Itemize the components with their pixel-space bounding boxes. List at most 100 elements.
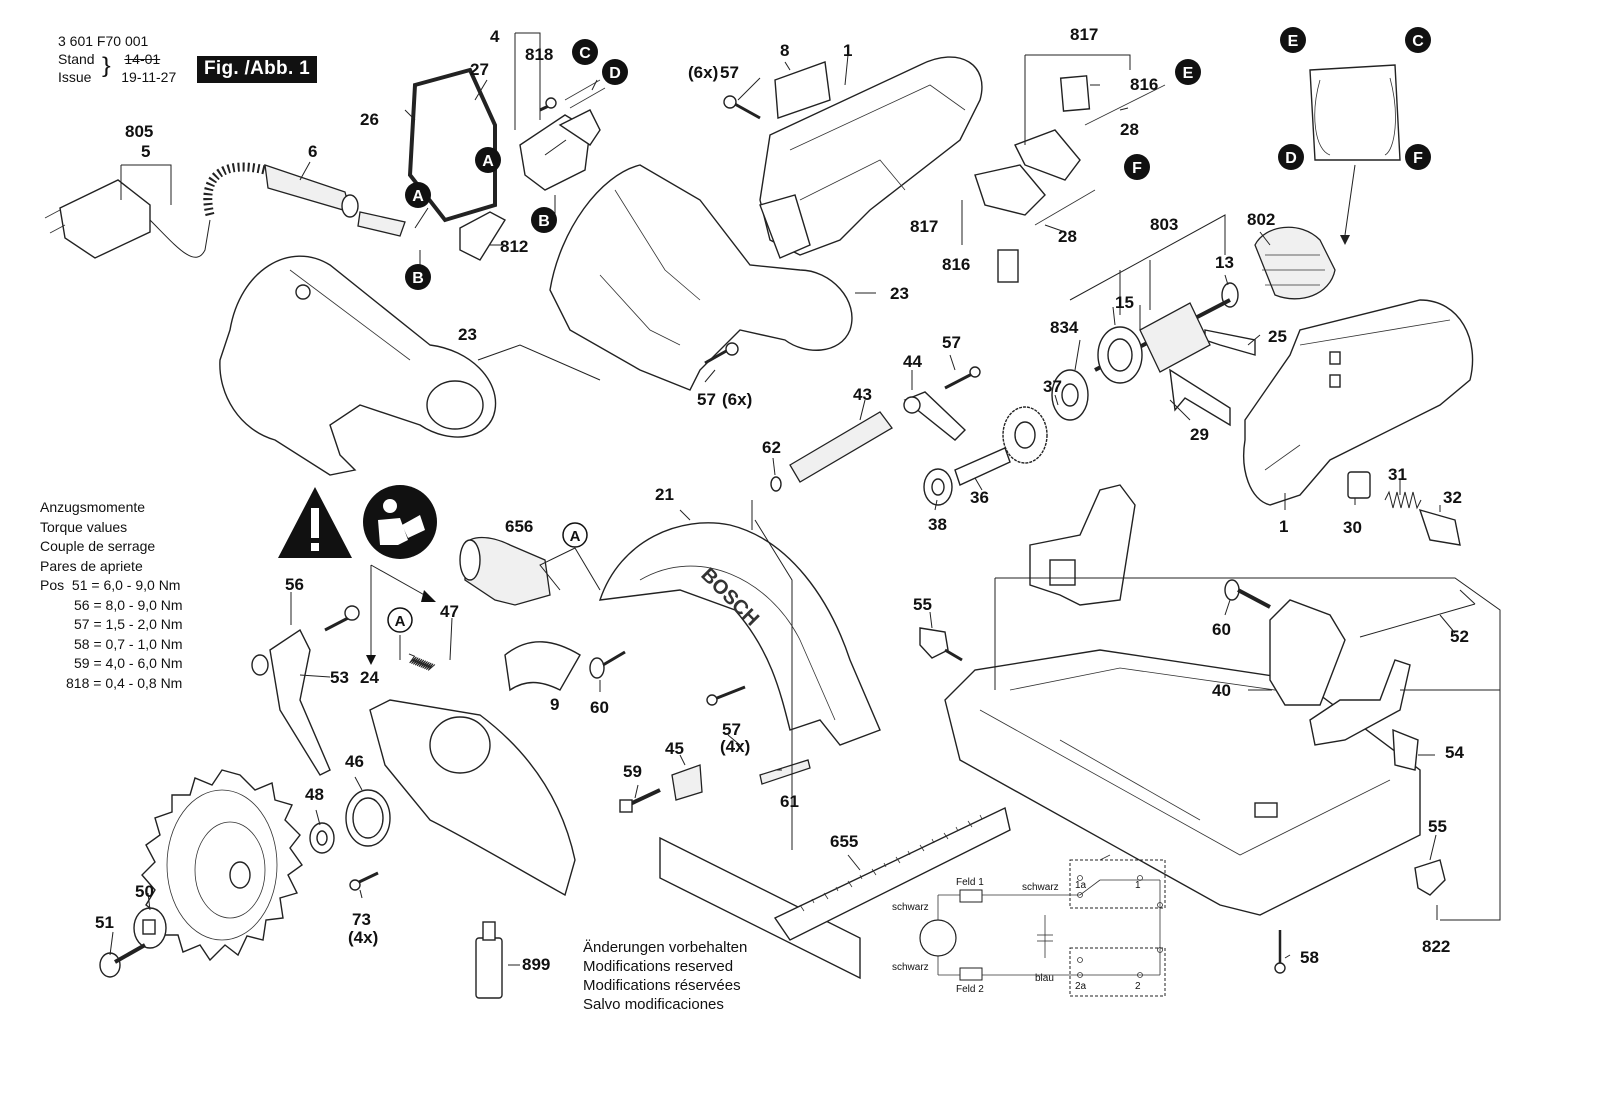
- part-label: 817: [910, 217, 938, 236]
- part-label: 655: [830, 832, 858, 851]
- callout-d: D: [1285, 150, 1297, 167]
- disclaimer-de: Änderungen vorbehalten: [583, 939, 748, 956]
- bearing-38: [923, 468, 953, 506]
- part-label: 45: [665, 739, 684, 758]
- torque-range: = 1,5 - 2,0 Nm: [93, 616, 183, 632]
- pin-61: [759, 759, 811, 785]
- part-label: 5: [141, 142, 150, 161]
- part-label: 1: [843, 41, 852, 60]
- part-label: 48: [305, 785, 324, 804]
- armature-803: [1094, 298, 1231, 384]
- part-label: 51: [95, 913, 114, 932]
- screw-60-guard: [589, 650, 626, 679]
- switch-4: [519, 79, 606, 191]
- wire-label-schwarz-left-top: schwarz: [892, 902, 929, 913]
- part-label: 37: [1043, 377, 1062, 396]
- figure-badge: Fig. /Abb. 1: [197, 56, 317, 83]
- part-label: 817: [1070, 25, 1098, 44]
- knob-55-bottom: [1414, 859, 1446, 896]
- part-label: 55: [1428, 817, 1447, 836]
- cap-32: [1418, 508, 1461, 546]
- part-label: 834: [1050, 318, 1079, 337]
- part-label: 23: [458, 325, 477, 344]
- callout-a-outline: A: [395, 613, 406, 630]
- lower-guard-24: [369, 699, 576, 897]
- part-label: 47: [440, 602, 459, 621]
- disclaimer: Änderungen vorbehalten Modifications res…: [583, 938, 747, 1014]
- brush-holder-817-top: [1014, 75, 1166, 181]
- part-label: 61: [780, 792, 799, 811]
- torque-range: = 0,4 - 0,8 Nm: [93, 674, 183, 691]
- flange-46: [345, 789, 391, 847]
- part-label: 59: [623, 762, 642, 781]
- wire-label-schwarz-top: schwarz: [1022, 882, 1059, 893]
- callout-c: C: [579, 45, 591, 62]
- torque-row: 818 = 0,4 - 0,8 Nm: [40, 674, 183, 694]
- bracket-25: [1204, 329, 1256, 356]
- part-label: 24: [360, 668, 379, 687]
- screw-57-lever: [944, 366, 981, 390]
- saw-blade: [141, 769, 303, 962]
- wiring-diagram: Feld 1 Feld 2 schwarz schwarz schwarz bl…: [892, 854, 1166, 997]
- part-label: 60: [1212, 620, 1231, 639]
- warning-triangle-icon: [278, 487, 352, 558]
- part-label: 40: [1212, 681, 1231, 700]
- wire-label-schwarz-left-bottom: schwarz: [892, 962, 929, 973]
- read-manual-icon: [363, 485, 437, 559]
- bolt-51: [99, 943, 146, 978]
- spindle-36: [954, 447, 1011, 486]
- callout-a: A: [482, 153, 494, 170]
- lever-53: [269, 628, 331, 776]
- callout-c: C: [1412, 33, 1424, 50]
- screw-58: [1274, 930, 1286, 974]
- part-label: 52: [1450, 627, 1469, 646]
- torque-table: Anzugsmomente Torque values Couple de se…: [40, 498, 183, 693]
- torque-pos: 59: [74, 655, 90, 671]
- handle-housing-23-right: [549, 164, 853, 391]
- part-656: [459, 536, 551, 606]
- bearing-cover-834: [1051, 369, 1089, 421]
- part-label: 656: [505, 517, 533, 536]
- part-label: 60: [590, 698, 609, 717]
- part-label: 36: [970, 488, 989, 507]
- washer-62: [770, 476, 782, 492]
- screw-59: [619, 788, 661, 813]
- part-label: 46: [345, 752, 364, 771]
- callout-markers: A B A B C D E F E C D F A A: [387, 27, 1431, 633]
- part-30: [1347, 471, 1371, 499]
- part-label: 53: [330, 668, 349, 687]
- part-label: 57: [697, 390, 716, 409]
- callout-b: B: [412, 270, 424, 287]
- part-label: 818: [525, 45, 553, 64]
- stand-row: Stand 14-01: [58, 50, 176, 68]
- base-plate-822: [944, 649, 1421, 916]
- torque-row: 56 = 8,0 - 9,0 Nm: [40, 596, 183, 616]
- pointer-arrows: [366, 564, 436, 665]
- issue-label: Issue: [58, 69, 92, 85]
- part-label: 27: [470, 60, 489, 79]
- header-brace-glyph: }: [102, 52, 111, 78]
- label-plate-8: [774, 61, 831, 119]
- depth-bracket-40: [1269, 599, 1346, 706]
- gear-housing-1: [1243, 299, 1474, 506]
- part-label: 9: [550, 695, 559, 714]
- part-label: 8: [780, 41, 789, 60]
- part-label: 43: [853, 385, 872, 404]
- part-label: 58: [1300, 948, 1319, 967]
- part-label: 13: [1215, 253, 1234, 272]
- handle-housing-23-left: [219, 255, 497, 476]
- terminal-1a: 1a: [1075, 880, 1087, 891]
- torque-pos: 818: [66, 674, 90, 691]
- screw-818: [539, 97, 557, 112]
- screw-60-bracket: [1224, 579, 1271, 609]
- callout-e: E: [1183, 65, 1194, 82]
- part-label: 56: [285, 575, 304, 594]
- part-label: 28: [1058, 227, 1077, 246]
- wire-label-feld1: Feld 1: [956, 877, 984, 888]
- blade-guard-21: BOSCH: [598, 522, 881, 746]
- torque-range: = 0,7 - 1,0 Nm: [93, 635, 183, 652]
- disclaimer-fr: Modifications réservées: [583, 977, 741, 994]
- motor-housing-1-top: [759, 56, 983, 259]
- part-label: 29: [1190, 425, 1209, 444]
